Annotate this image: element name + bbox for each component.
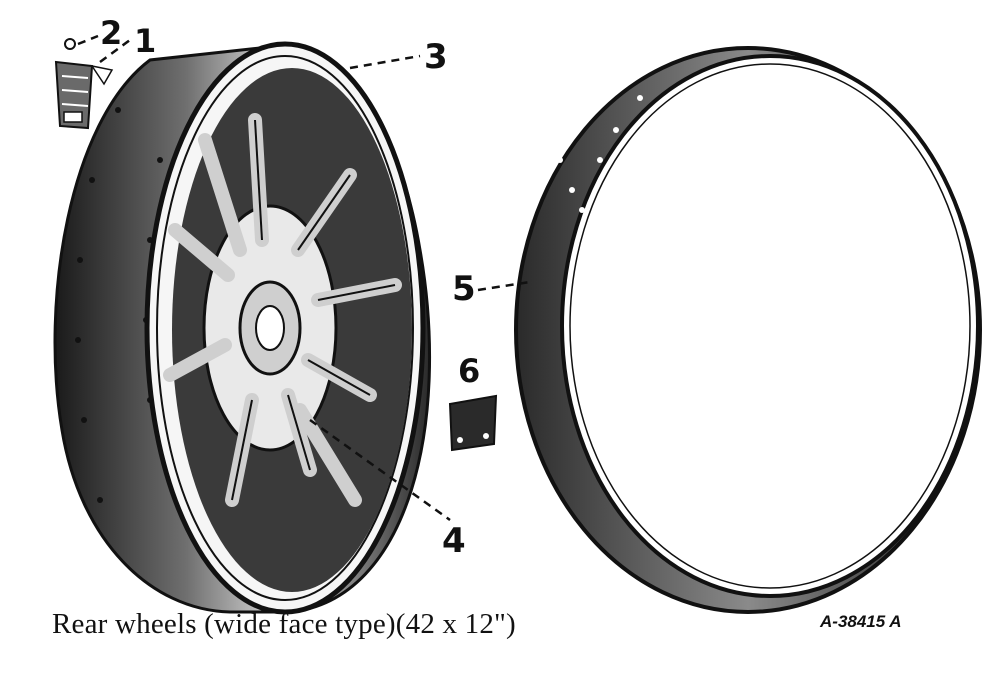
lug-icon: [54, 38, 114, 130]
rim-band-icon: [514, 46, 982, 614]
callout-4: 4: [442, 521, 466, 561]
plate-icon: [448, 394, 498, 452]
leader-lines: [77, 34, 531, 522]
wheel-icon: [53, 41, 431, 615]
callout-5: 5: [452, 269, 476, 309]
callout-6: 6: [458, 352, 480, 390]
drawing-number: A-38415 A: [820, 612, 902, 631]
callout-2: 2: [100, 14, 122, 52]
callout-3: 3: [424, 37, 448, 77]
figure-caption: Rear wheels (wide face type)(42 x 12"): [52, 608, 516, 640]
callout-1: 1: [134, 22, 156, 60]
